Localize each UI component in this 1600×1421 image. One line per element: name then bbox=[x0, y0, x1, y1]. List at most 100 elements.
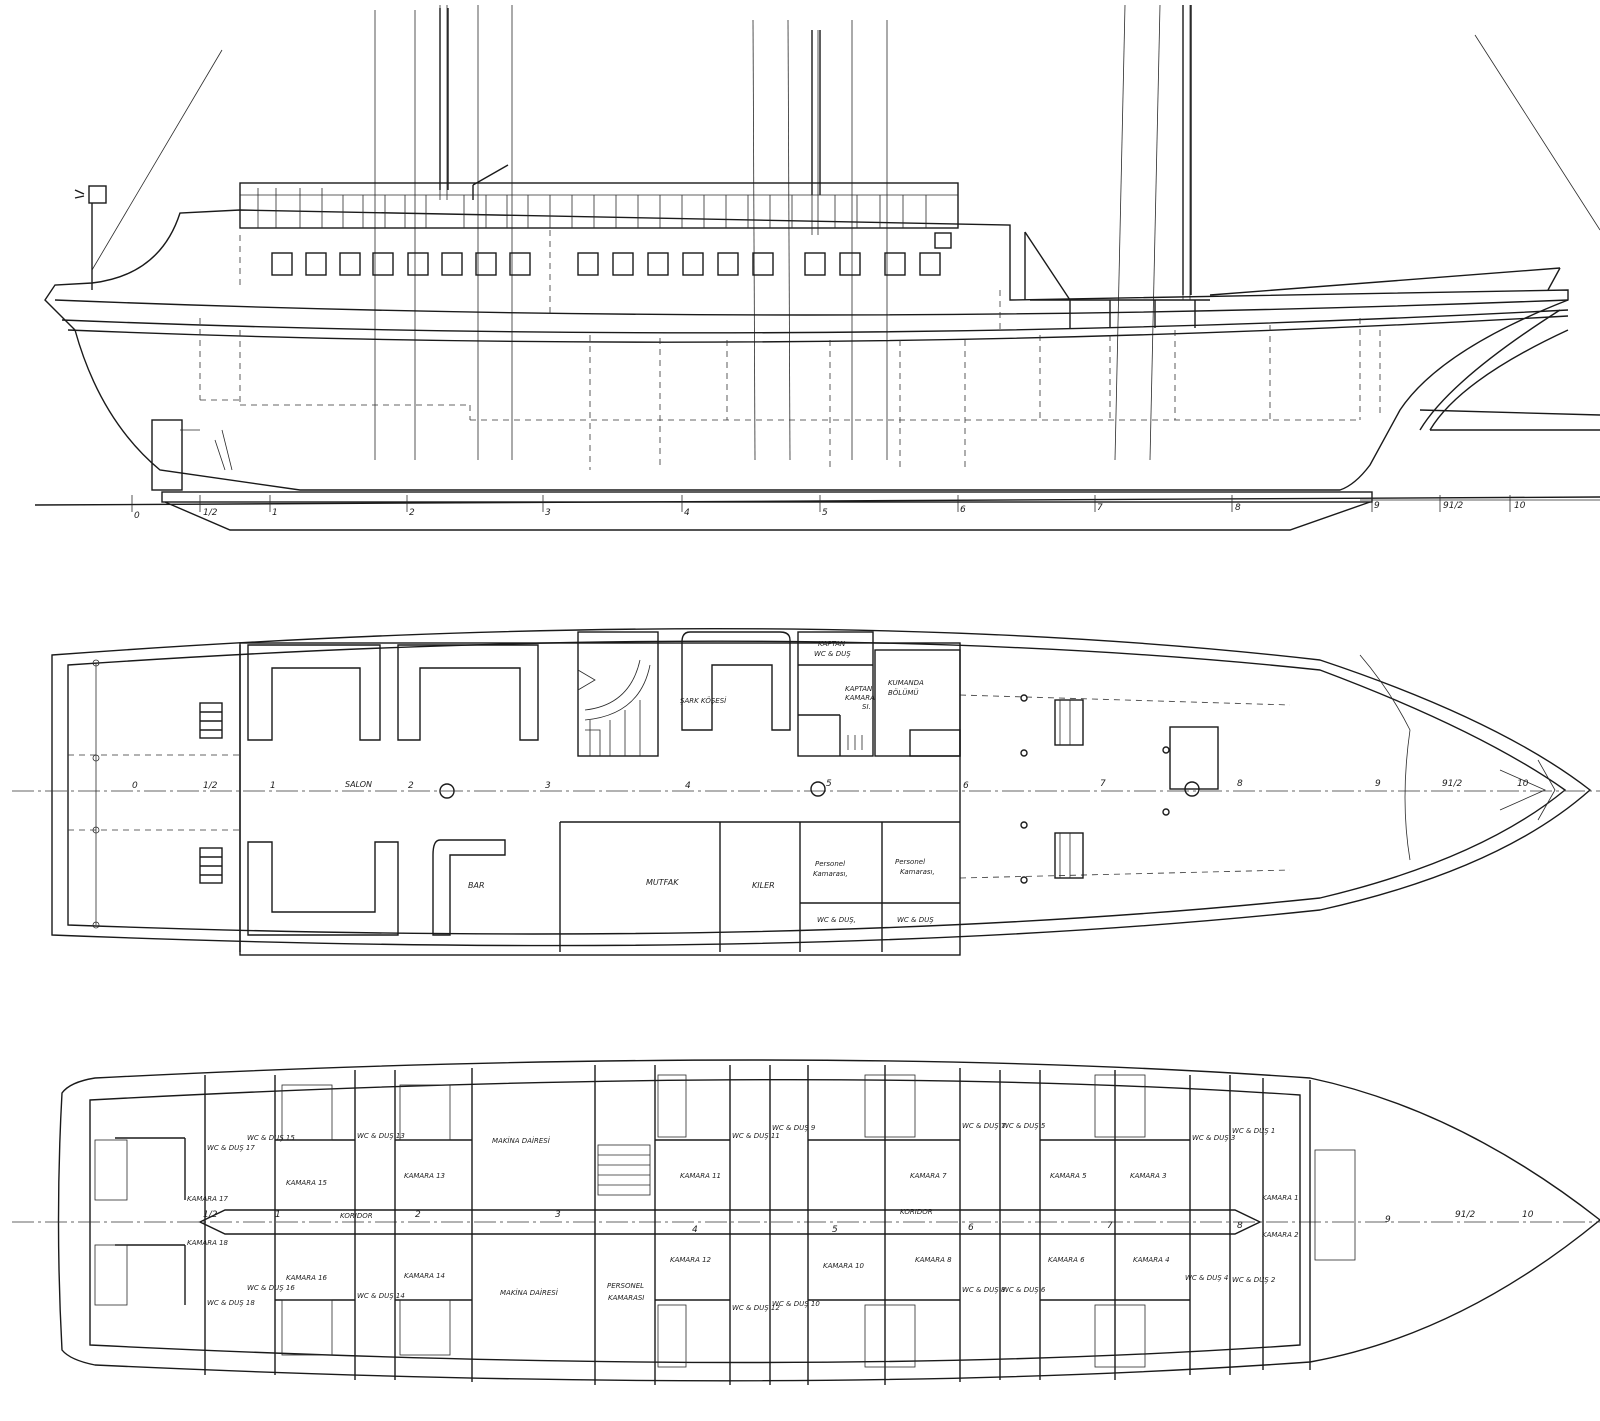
cabin-label: KAMARA 10 bbox=[823, 1262, 865, 1270]
wc-label: WC & DUŞ 3 bbox=[1192, 1134, 1235, 1142]
station-label: 7 bbox=[1097, 503, 1103, 513]
cabin-label: KAMARA 18 bbox=[187, 1239, 229, 1247]
station-label: 91/2 bbox=[1443, 501, 1463, 511]
station-label: 1 bbox=[270, 781, 276, 791]
lower-staircase bbox=[597, 1144, 651, 1196]
wc-label: WC & DUŞ 5 bbox=[1002, 1122, 1046, 1130]
station-label: 2 bbox=[409, 508, 415, 518]
cabin-label: KAMARA 4 bbox=[1133, 1256, 1170, 1264]
station-label: 91/2 bbox=[1455, 1210, 1475, 1220]
cabin-label: KAMARA 1 bbox=[1262, 1194, 1299, 1202]
station-label: 6 bbox=[960, 505, 966, 515]
stern-flag bbox=[74, 185, 107, 290]
koridor-label: KORIDOR bbox=[900, 1208, 933, 1216]
station-label: 7 bbox=[1100, 779, 1106, 789]
station-label: 4 bbox=[685, 781, 691, 791]
kumanda-bolumu-label: KUMANDA bbox=[888, 679, 924, 687]
station-label: 1/2 bbox=[203, 508, 218, 518]
profile-station-labels: 0 1/2 1 2 3 4 5 6 7 8 9 91/2 10 bbox=[134, 501, 1526, 521]
station-label: 5 bbox=[832, 1225, 838, 1235]
wc-label: WC & DUŞ 2 bbox=[1232, 1276, 1276, 1284]
main-deck-hull-outline bbox=[51, 627, 1592, 947]
cabin-label: KAMARA 6 bbox=[1048, 1256, 1085, 1264]
mast bbox=[439, 5, 1192, 295]
wc-label: WC & DUŞ 14 bbox=[357, 1292, 405, 1300]
corridor-outline bbox=[198, 1209, 1262, 1235]
foredeck-rail bbox=[1024, 231, 1561, 328]
wc-label: WC & DUŞ 17 bbox=[207, 1144, 255, 1152]
station-label: 5 bbox=[826, 779, 832, 789]
aft-ladders bbox=[199, 702, 223, 884]
makina-dairesi-label: MAKİNA DAİRESİ bbox=[500, 1288, 559, 1297]
station-label: 7 bbox=[1107, 1221, 1113, 1231]
deckhouse bbox=[239, 182, 959, 229]
station-label: 2 bbox=[415, 1210, 421, 1220]
station-label: 91/2 bbox=[1442, 779, 1462, 789]
station-label: 4 bbox=[684, 508, 690, 518]
interior-hidden-lines bbox=[199, 230, 1381, 470]
lower-deckhouse-rooms bbox=[559, 821, 960, 952]
wc-label: WC & DUŞ, bbox=[817, 916, 856, 924]
berths bbox=[94, 1074, 1356, 1368]
kaptan-kamarasi-label: KAPTAN bbox=[845, 685, 873, 693]
salon-seating bbox=[247, 644, 539, 936]
station-label: 4 bbox=[692, 1225, 698, 1235]
station-label: 6 bbox=[968, 1223, 974, 1233]
kiler-label: KILER bbox=[752, 881, 775, 890]
profile-station-ticks bbox=[131, 495, 1511, 512]
station-label: 1/2 bbox=[203, 1210, 218, 1220]
bar-label: BAR bbox=[468, 881, 485, 890]
deck-station-labels: 0 1/2 1 2 3 4 5 6 7 8 9 91/2 10 bbox=[132, 779, 1529, 791]
cabin-label: KAMARA 7 bbox=[910, 1172, 947, 1180]
cabin-label: KAMARA 13 bbox=[404, 1172, 445, 1180]
station-label: 1/2 bbox=[203, 781, 218, 791]
main-deck-plan: 0 1/2 1 2 3 4 5 6 7 8 9 91/2 10 SALON BA… bbox=[12, 627, 1600, 956]
cabin-label: KAMARA 8 bbox=[915, 1256, 952, 1264]
personel-kamarasi-label: Personel bbox=[815, 860, 845, 868]
station-label: 5 bbox=[822, 508, 828, 518]
sark-kosesi-seating bbox=[681, 631, 791, 731]
station-label: 2 bbox=[408, 781, 414, 791]
salon-label: SALON bbox=[345, 780, 372, 789]
station-label: 10 bbox=[1517, 779, 1529, 789]
kaptan-kamarasi-label: KAMARA bbox=[845, 694, 875, 702]
wc-label: WC & DUŞ 1 bbox=[1232, 1127, 1275, 1135]
station-label: 6 bbox=[963, 781, 969, 791]
station-label: 9 bbox=[1385, 1215, 1391, 1225]
personel-kamarasi-label: Kamarası, bbox=[813, 870, 848, 878]
staircase bbox=[577, 631, 659, 757]
wc-label: WC & DUŞ 9 bbox=[772, 1124, 816, 1132]
cabin-label: KAMARA 15 bbox=[286, 1179, 328, 1187]
wc-label: WC & DUŞ 11 bbox=[732, 1132, 780, 1140]
wc-label: WC & DUŞ 4 bbox=[1185, 1274, 1228, 1282]
station-label: 3 bbox=[555, 1210, 561, 1220]
wc-label: WC & DUŞ 6 bbox=[1002, 1286, 1046, 1294]
personel-kamarasi-label: Kamarası, bbox=[900, 868, 935, 876]
cabin-label: KAMARA 17 bbox=[187, 1195, 229, 1203]
station-label: 3 bbox=[545, 781, 551, 791]
rigging-lines bbox=[91, 4, 1600, 461]
hull-profile bbox=[44, 209, 1600, 531]
portholes bbox=[271, 232, 952, 276]
kumanda-bolumu-label: BÖLÜMÜ bbox=[888, 688, 919, 697]
cabin-label: KAMARA 12 bbox=[670, 1256, 712, 1264]
wc-label: WC & DUŞ 7 bbox=[962, 1122, 1006, 1130]
station-label: 0 bbox=[134, 511, 140, 521]
profile-view: 0 1/2 1 2 3 4 5 6 7 8 9 91/2 10 bbox=[34, 4, 1600, 531]
wc-label: WC & DUŞ 10 bbox=[772, 1300, 820, 1308]
wc-label: WC & DUŞ bbox=[897, 916, 934, 924]
cabin-label: KAMARA 3 bbox=[1130, 1172, 1167, 1180]
main-deck-hidden-line bbox=[959, 869, 1291, 879]
kaptan-wc-label: KAPTAN bbox=[818, 640, 846, 648]
kaptan-wc-label: WC & DUŞ bbox=[814, 650, 851, 658]
mutfak-label: MUTFAK bbox=[646, 878, 679, 887]
wc-label: WC & DUŞ 12 bbox=[732, 1304, 780, 1312]
station-label: 9 bbox=[1375, 779, 1381, 789]
cabin-label: KAMARA 16 bbox=[286, 1274, 328, 1282]
station-label: 9 bbox=[1374, 501, 1380, 511]
main-deck-hidden-line bbox=[959, 694, 1291, 706]
masts-plan bbox=[439, 781, 1200, 799]
cabin-label: KAMARA 2 bbox=[1262, 1231, 1299, 1239]
station-label: 8 bbox=[1235, 503, 1241, 513]
cabin-label: KAMARA 11 bbox=[680, 1172, 721, 1180]
